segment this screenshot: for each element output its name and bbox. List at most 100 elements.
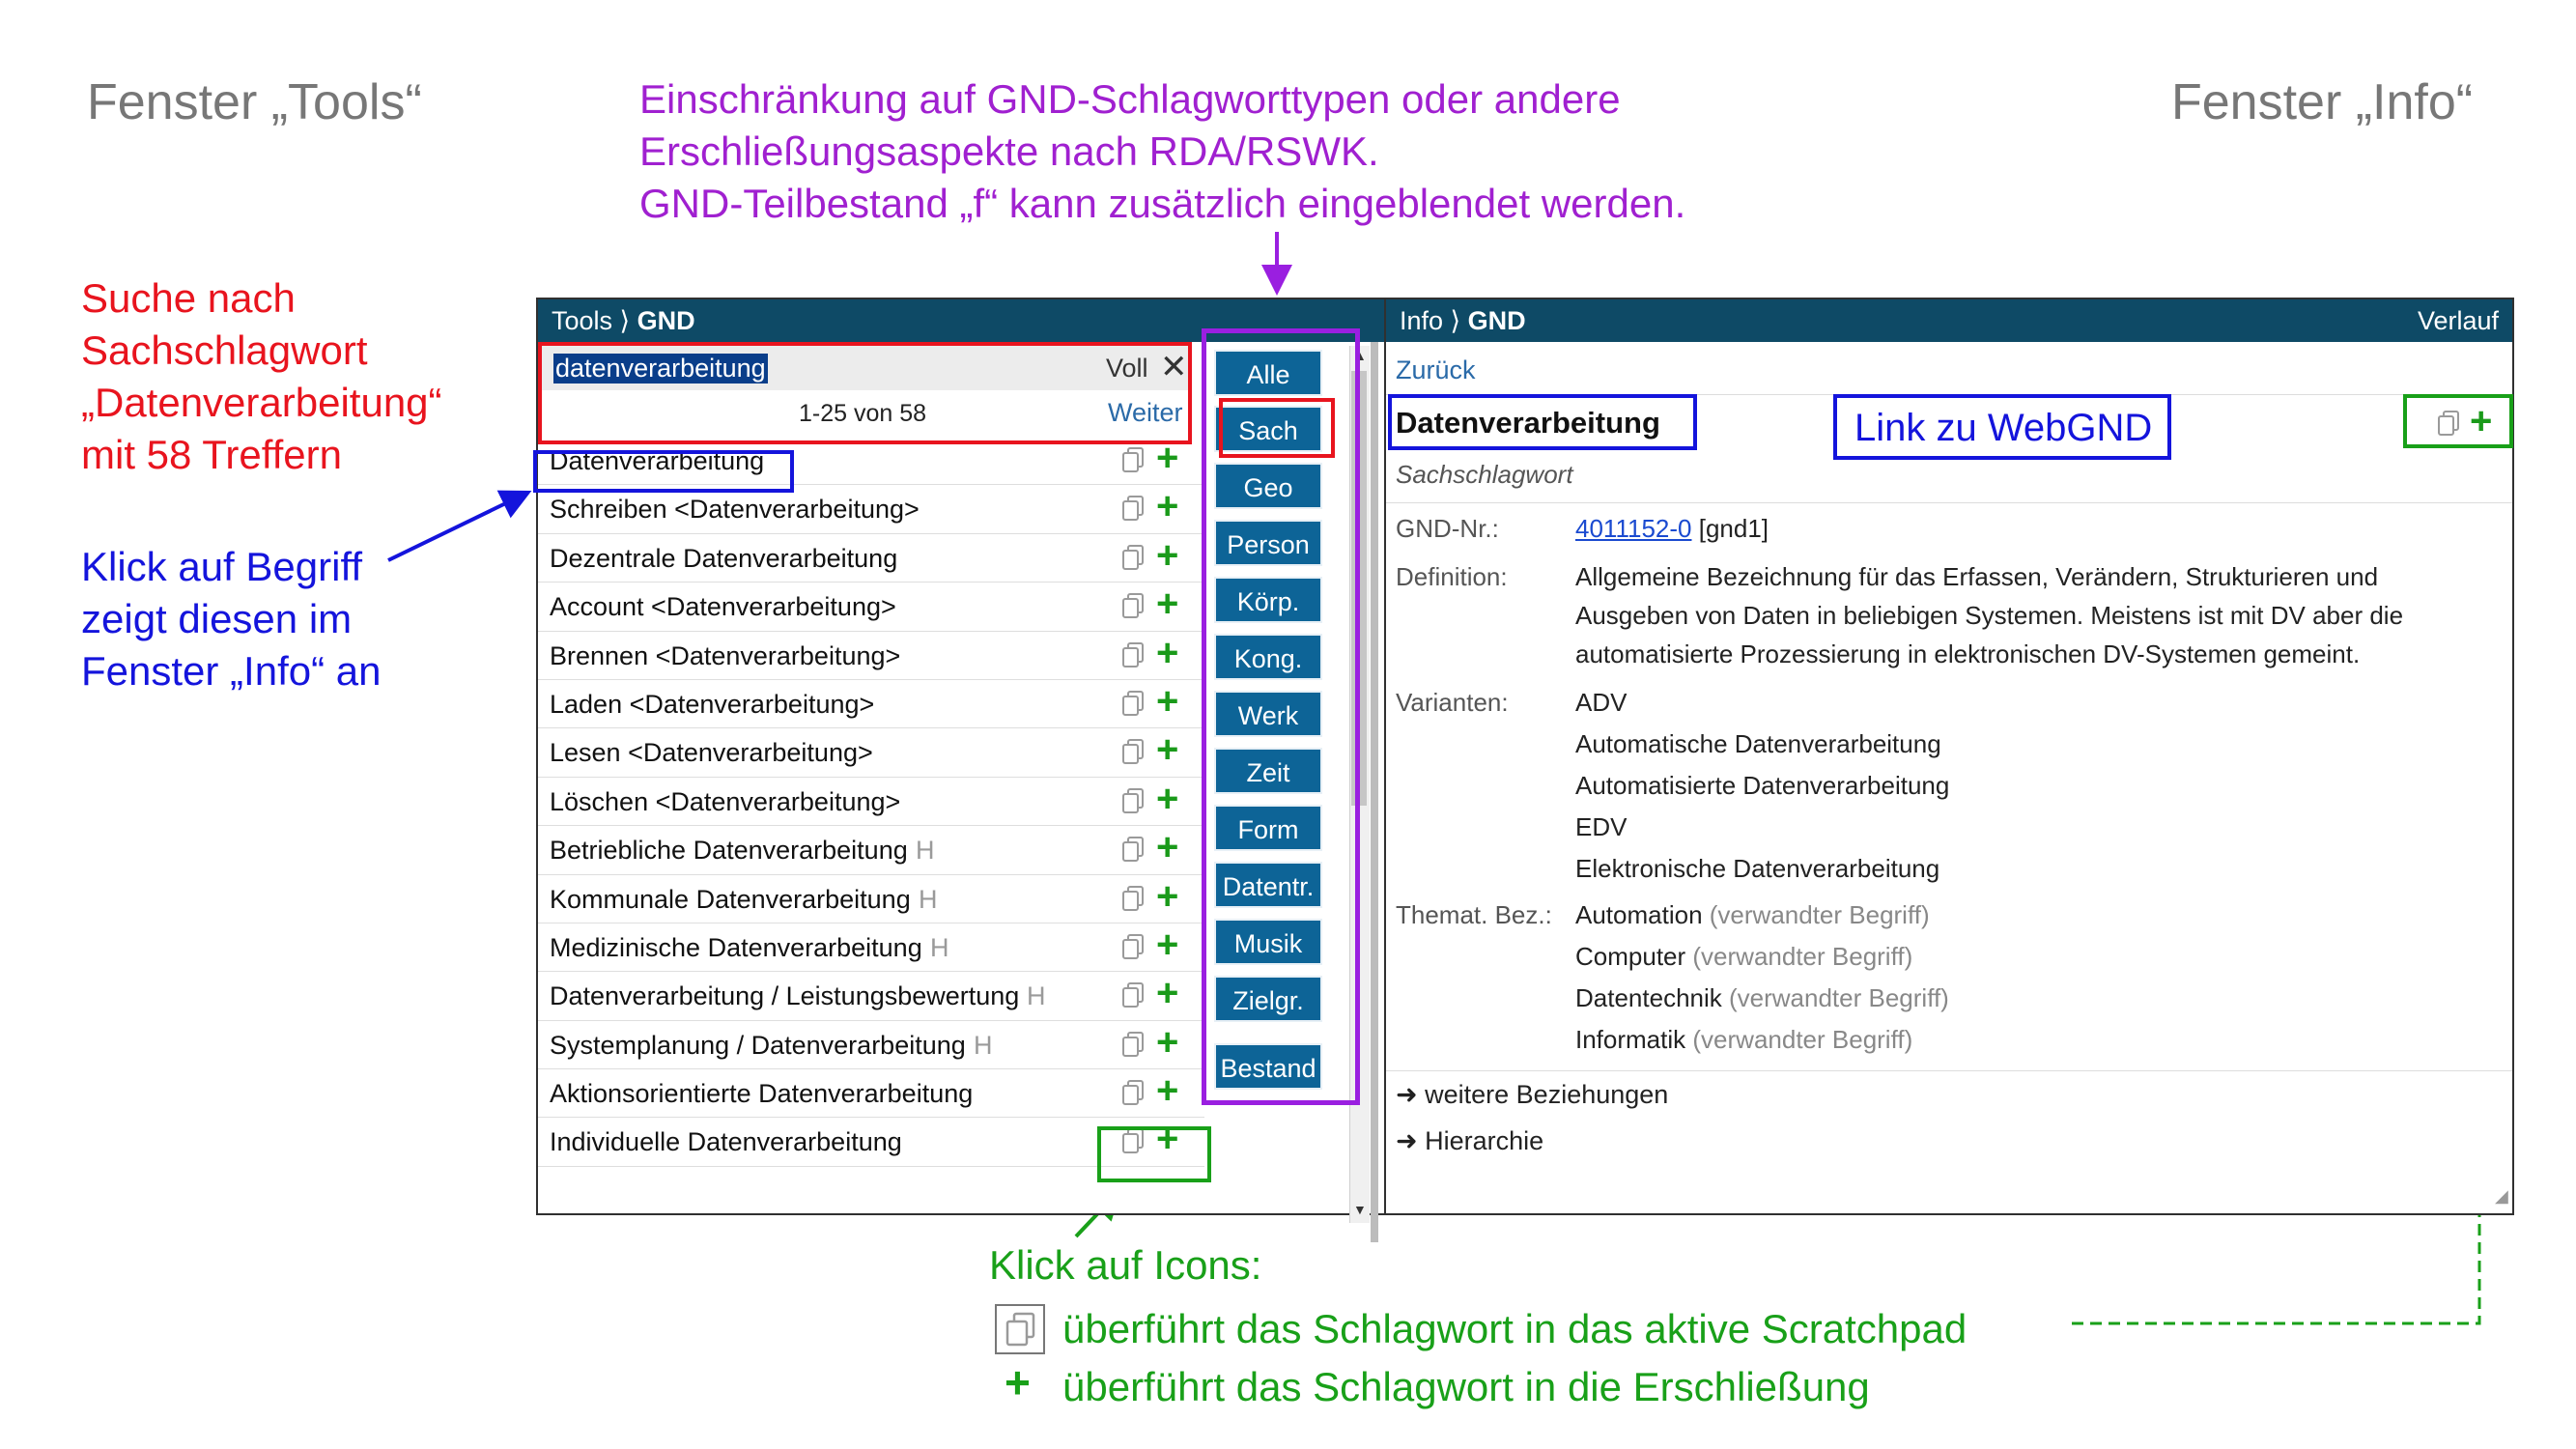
result-term[interactable]: Brennen <Datenverarbeitung>: [550, 640, 901, 670]
result-term[interactable]: Dezentrale Datenverarbeitung: [550, 543, 898, 573]
add-icon[interactable]: +: [1156, 972, 1179, 1015]
copy-icon[interactable]: [1121, 1127, 1144, 1154]
resize-grip-icon[interactable]: ◢: [2495, 1186, 2508, 1206]
add-icon[interactable]: +: [1156, 1020, 1179, 1064]
result-row[interactable]: Aktionsorientierte Datenverarbeitung +: [538, 1069, 1204, 1119]
copy-icon[interactable]: [1121, 885, 1144, 911]
copy-icon[interactable]: [1121, 641, 1144, 668]
filter-button[interactable]: Alle: [1214, 350, 1322, 396]
add-icon[interactable]: +: [1156, 777, 1179, 820]
result-term[interactable]: Betriebliche Datenverarbeitung: [550, 836, 908, 866]
result-row[interactable]: Löschen <Datenverarbeitung> +: [538, 777, 1204, 827]
filter-button[interactable]: Sach: [1214, 406, 1322, 452]
result-suffix: H: [919, 884, 938, 914]
search-mode-toggle[interactable]: Voll: [1106, 354, 1148, 383]
result-row[interactable]: Schreiben <Datenverarbeitung> +: [538, 485, 1204, 534]
filter-button[interactable]: Datentr.: [1214, 862, 1322, 908]
copy-icon[interactable]: [1121, 836, 1144, 863]
filter-button[interactable]: Bestand f: [1214, 1043, 1322, 1129]
window-divider[interactable]: [1371, 342, 1378, 1242]
add-icon[interactable]: +: [1156, 874, 1179, 918]
result-term[interactable]: Schreiben <Datenverarbeitung>: [550, 495, 920, 525]
filter-note-line: Erschließungsaspekte nach RDA/RSWK.: [639, 128, 1379, 174]
add-icon[interactable]: +: [1156, 437, 1179, 479]
result-term[interactable]: Datenverarbeitung / Leistungsbewertung: [550, 981, 1020, 1011]
copy-icon[interactable]: [1121, 933, 1144, 959]
filter-button[interactable]: Person: [1214, 520, 1322, 566]
copy-icon[interactable]: [1121, 690, 1144, 716]
result-row[interactable]: Kommunale Datenverarbeitung H +: [538, 875, 1204, 923]
copy-icon[interactable]: [1121, 495, 1144, 522]
result-term[interactable]: Account <Datenverarbeitung>: [550, 592, 896, 622]
scroll-down-icon[interactable]: ▼: [1353, 1202, 1367, 1217]
related-term[interactable]: Informatik: [1575, 1025, 1686, 1054]
webgnd-link[interactable]: 4011152-0: [1575, 514, 1692, 543]
copy-icon[interactable]: [1121, 592, 1144, 619]
back-link[interactable]: Zurück: [1396, 355, 1476, 384]
result-term[interactable]: Systemplanung / Datenverarbeitung: [550, 1030, 966, 1060]
filter-button[interactable]: Zielgr.: [1214, 976, 1322, 1022]
result-term[interactable]: Lesen <Datenverarbeitung>: [550, 738, 873, 768]
more-relations-link[interactable]: ➜ weitere Beziehungen: [1396, 1080, 1669, 1109]
filter-button[interactable]: Werk: [1214, 691, 1322, 737]
add-icon[interactable]: +: [1156, 631, 1179, 674]
filter-button[interactable]: Geo: [1214, 463, 1322, 509]
related-note: (verwandter Begriff): [1729, 983, 1949, 1012]
add-icon[interactable]: +: [1156, 728, 1179, 772]
result-term[interactable]: Individuelle Datenverarbeitung: [550, 1127, 902, 1157]
next-page-link[interactable]: Weiter: [1108, 398, 1183, 427]
add-icon[interactable]: +: [1156, 533, 1179, 577]
related-term[interactable]: Automation: [1575, 900, 1703, 929]
copy-icon[interactable]: [1121, 981, 1144, 1009]
gnd-number-suffix: [gnd1]: [1698, 514, 1769, 543]
close-icon[interactable]: ✕: [1160, 349, 1188, 385]
copy-icon[interactable]: [1121, 1079, 1144, 1106]
copy-icon[interactable]: [1121, 446, 1144, 472]
result-row[interactable]: Individuelle Datenverarbeitung+: [538, 1118, 1204, 1167]
copy-icon[interactable]: [2437, 410, 2460, 437]
result-row[interactable]: Brennen <Datenverarbeitung> +: [538, 632, 1204, 680]
filter-button[interactable]: Zeit: [1214, 748, 1322, 794]
variant-item: Elektronische Datenverarbeitung: [1575, 854, 1940, 883]
copy-icon[interactable]: [1121, 544, 1144, 570]
add-icon[interactable]: +: [1156, 679, 1179, 723]
history-link[interactable]: Verlauf: [2417, 306, 2499, 335]
add-icon[interactable]: +: [1156, 1069, 1179, 1113]
search-input-value[interactable]: datenverarbeitung: [553, 354, 768, 384]
tools-window-caption: Fenster „Tools“: [87, 74, 422, 130]
term-highlight: [533, 450, 794, 493]
add-icon[interactable]: +: [2470, 400, 2493, 442]
result-row[interactable]: Laden <Datenverarbeitung> +: [538, 679, 1204, 729]
result-row[interactable]: Dezentrale Datenverarbeitung +: [538, 533, 1204, 583]
result-term[interactable]: Aktionsorientierte Datenverarbeitung: [550, 1079, 974, 1109]
add-icon[interactable]: +: [1156, 582, 1179, 626]
add-icon[interactable]: +: [1156, 485, 1179, 528]
result-list: Datenverarbeitung+Schreiben <Datenverarb…: [538, 437, 1204, 1167]
click-term-note: Klick auf Begriff zeigt diesen im Fenste…: [81, 541, 381, 697]
result-term[interactable]: Kommunale Datenverarbeitung: [550, 884, 911, 914]
add-icon[interactable]: +: [1156, 826, 1179, 869]
info-titlebar: Info ⟩ GND Verlauf: [1386, 299, 2512, 342]
result-term[interactable]: Laden <Datenverarbeitung>: [550, 689, 875, 719]
search-input[interactable]: datenverarbeitung Voll ✕: [542, 346, 1190, 390]
hierarchy-link[interactable]: ➜ Hierarchie: [1396, 1126, 1544, 1155]
copy-icon[interactable]: [1121, 1031, 1144, 1057]
filter-button[interactable]: Kong.: [1214, 634, 1322, 680]
add-icon[interactable]: +: [1156, 923, 1179, 966]
result-row[interactable]: Account <Datenverarbeitung> +: [538, 582, 1204, 632]
copy-icon[interactable]: [1121, 787, 1144, 813]
icons-highlight: [1097, 1126, 1211, 1182]
result-term[interactable]: Medizinische Datenverarbeitung: [550, 932, 922, 962]
copy-icon[interactable]: [1121, 738, 1144, 765]
result-row[interactable]: Lesen <Datenverarbeitung> +: [538, 728, 1204, 778]
related-term[interactable]: Datentechnik: [1575, 983, 1722, 1012]
related-term[interactable]: Computer: [1575, 942, 1686, 971]
filter-button[interactable]: Musik: [1214, 919, 1322, 965]
filter-button[interactable]: Form: [1214, 805, 1322, 851]
filter-button[interactable]: Körp.: [1214, 577, 1322, 623]
result-term[interactable]: Löschen <Datenverarbeitung>: [550, 786, 901, 816]
